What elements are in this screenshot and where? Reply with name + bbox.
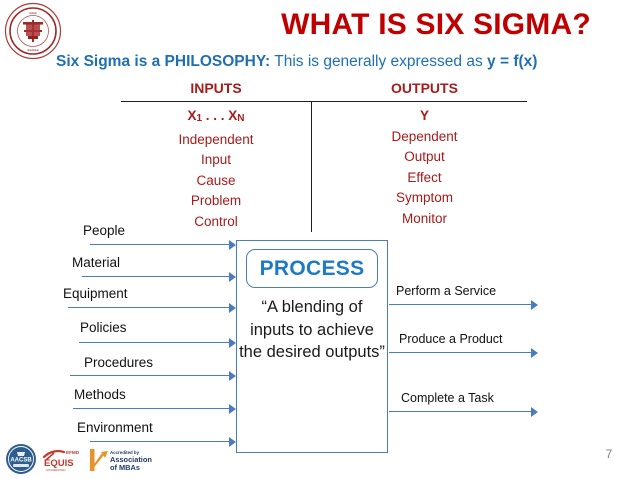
subtitle-middle: This is generally expressed as: [270, 53, 488, 70]
inputs-variable-label: X1 . . . XN: [121, 106, 311, 130]
input-arrow-policies: [79, 338, 236, 348]
svg-text:●●●●●●: ●●●●●●: [27, 48, 39, 52]
input-label-methods: Methods: [74, 387, 126, 402]
input-arrow-people: [90, 240, 236, 250]
input-arrow-procedures: [70, 371, 236, 381]
outputs-word-3: Symptom: [395, 190, 453, 205]
inputs-var-mid: . . . X: [202, 108, 238, 123]
svg-text:EQUIS: EQUIS: [44, 458, 74, 469]
outputs-word-4: Monitor: [401, 210, 447, 226]
svg-text:EFMD: EFMD: [66, 450, 80, 455]
input-label-equipment: Equipment: [63, 286, 128, 301]
outputs-column-header: OUTPUTS: [391, 80, 458, 96]
input-label-material: Material: [72, 255, 121, 270]
subtitle-formula: y = f(x): [487, 53, 538, 70]
outputs-word-2: Effect: [407, 169, 442, 185]
input-arrow-equipment: [68, 303, 236, 313]
input-label-people: People: [83, 223, 126, 238]
svg-text:of MBAs: of MBAs: [110, 463, 140, 472]
inputs-word-4: Control: [194, 213, 238, 229]
inputs-column-header: INPUTS: [190, 80, 242, 96]
slide-title: WHAT IS SIX SIGMA?: [281, 8, 591, 41]
slide-subtitle: Six Sigma is a PHILOSOPHY: This is gener…: [56, 52, 638, 72]
svg-text:●●●●: ●●●●: [29, 11, 37, 15]
equis-icon: EFMD EQUIS ACCREDITED: [42, 449, 80, 472]
accreditation-logos: AACSB EFMD EQUIS ACCREDITED Accredited b…: [2, 441, 152, 477]
page-number: 7: [605, 447, 613, 461]
university-seal-logo: ●●●● ●●●●●●: [4, 2, 62, 60]
input-arrow-material: [82, 272, 236, 282]
output-label-produce-a-product: Produce a Product: [399, 332, 503, 346]
input-label-procedures: Procedures: [84, 355, 154, 370]
inputs-var-base: X: [187, 108, 197, 123]
input-label-environment: Environment: [77, 420, 153, 435]
output-label-perform-a-service: Perform a Service: [396, 284, 497, 298]
inputs-word-0: Independent: [178, 131, 254, 147]
column-vertical-divider: [311, 101, 312, 232]
outputs-word-list: Y Dependent Output Effect Symptom Monito…: [322, 106, 527, 229]
input-label-policies: Policies: [80, 320, 127, 335]
input-arrow-environment: [90, 437, 236, 447]
outputs-word-0: Dependent: [391, 128, 458, 144]
output-label-complete-a-task: Complete a Task: [401, 391, 494, 405]
process-title-box: PROCESS: [246, 249, 378, 288]
inputs-word-2: Cause: [196, 172, 236, 188]
svg-text:Association: Association: [110, 455, 152, 464]
inputs-word-list: X1 . . . XN Independent Input Cause Prob…: [121, 106, 311, 232]
aacsb-icon: AACSB: [6, 444, 36, 474]
output-arrow-produce-a-product: [389, 348, 538, 358]
header-horizontal-rule: [121, 101, 527, 102]
inputs-var-sub1: 1: [196, 113, 203, 124]
output-arrow-complete-a-task: [389, 407, 538, 417]
svg-text:ACCREDITED: ACCREDITED: [46, 468, 66, 472]
subtitle-bold-lead: Six Sigma is a PHILOSOPHY:: [56, 53, 271, 70]
output-arrow-perform-a-service: [389, 300, 538, 310]
outputs-variable-label: Y: [419, 108, 429, 123]
svg-text:AACSB: AACSB: [10, 458, 32, 464]
process-title: PROCESS: [259, 256, 365, 280]
process-quote: “A blending of inputs to achieve the des…: [239, 298, 385, 361]
amba-icon: Accredited by Association of MBAs: [90, 449, 152, 472]
inputs-word-3: Problem: [190, 193, 242, 208]
inputs-word-1: Input: [200, 152, 232, 167]
input-arrow-methods: [73, 404, 236, 414]
svg-text:Accredited by: Accredited by: [110, 450, 140, 455]
inputs-var-sub2: N: [237, 113, 245, 124]
outputs-word-1: Output: [404, 149, 445, 164]
